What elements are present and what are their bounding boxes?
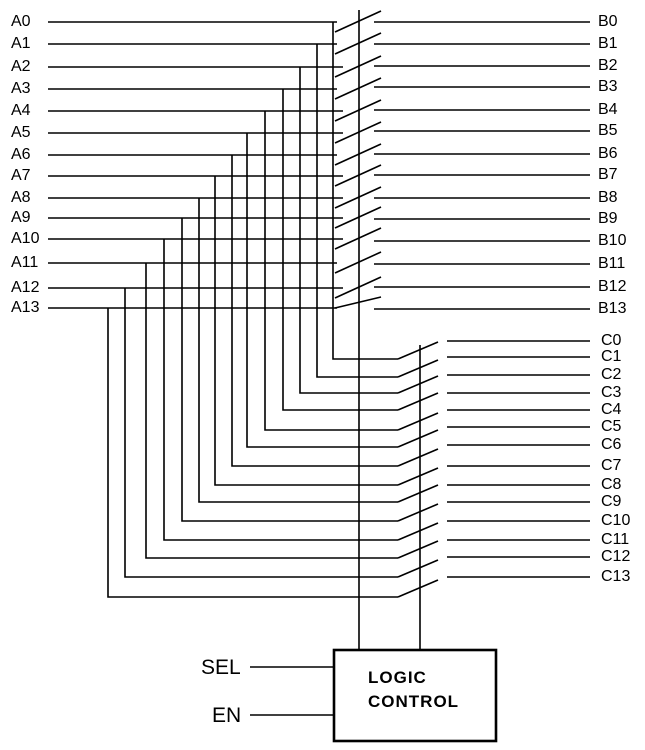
b-switch-blade-8 [334, 186, 382, 209]
b-label-10: B10 [598, 232, 627, 249]
a-label-9: A9 [11, 209, 31, 226]
b-label-1: B1 [598, 35, 618, 52]
a-label-8: A8 [11, 189, 31, 206]
c-label-6: C6 [601, 436, 622, 453]
c-switch-blade-13 [397, 579, 439, 598]
a-to-c-route-4 [264, 111, 398, 431]
c-label-13: C13 [601, 568, 631, 585]
b-switch-blade-11 [334, 251, 382, 274]
c-switch-blade-5 [397, 429, 439, 448]
c-switch-blade-10 [397, 522, 439, 541]
a-to-c-route-13 [107, 308, 398, 598]
c-switch-blade-11 [397, 540, 439, 559]
logic-control-box [332, 648, 498, 743]
b-label-13: B13 [598, 300, 627, 317]
a-label-4: A4 [11, 102, 31, 119]
c-label-3: C3 [601, 384, 622, 401]
b-switch-blade-3 [334, 77, 382, 100]
a-to-c-route-7 [214, 176, 398, 486]
a-to-c-route-12 [124, 288, 398, 578]
a-to-c-route-2 [299, 67, 398, 394]
b-label-3: B3 [598, 78, 618, 95]
wires [48, 10, 590, 716]
a-label-11: A11 [11, 254, 39, 271]
b-label-8: B8 [598, 189, 618, 206]
c-switch-blade-3 [397, 392, 439, 411]
a-label-7: A7 [11, 167, 31, 184]
sel-label: SEL [201, 656, 241, 679]
b-switch-blade-13 [334, 296, 382, 309]
a-to-c-route-6 [231, 155, 398, 467]
b-switch-blade-5 [334, 121, 382, 144]
a-to-c-route-0 [332, 22, 398, 360]
b-label-4: B4 [598, 101, 618, 118]
b-switch-blade-7 [334, 164, 382, 187]
a-label-13: A13 [11, 299, 40, 316]
b-label-2: B2 [598, 57, 618, 74]
c-label-0: C0 [601, 332, 622, 349]
a-label-6: A6 [11, 146, 31, 163]
a-label-1: A1 [11, 35, 31, 52]
b-switch-blade-6 [334, 143, 382, 166]
a-to-c-route-8 [198, 198, 398, 503]
a-to-c-route-5 [246, 133, 398, 448]
a-label-10: A10 [11, 230, 40, 247]
c-switch-blade-9 [397, 503, 439, 522]
a-label-3: A3 [11, 80, 31, 97]
c-switch-blade-12 [397, 559, 439, 578]
c-label-1: C1 [601, 348, 622, 365]
b-switch-blade-9 [334, 206, 382, 229]
c-switch-blade-6 [397, 448, 439, 467]
c-label-7: C7 [601, 457, 622, 474]
a-to-c-route-10 [163, 239, 398, 541]
c-switch-blade-1 [397, 359, 439, 378]
c-label-11: C11 [601, 531, 630, 548]
c-switch-blade-0 [397, 341, 439, 360]
b-label-7: B7 [598, 166, 618, 183]
c-label-9: C9 [601, 493, 622, 510]
b-label-9: B9 [598, 210, 618, 227]
b-switch-blade-10 [334, 227, 382, 250]
c-switch-blade-4 [397, 412, 439, 431]
b-switch-blade-12 [334, 276, 382, 299]
c-label-2: C2 [601, 366, 622, 383]
c-label-8: C8 [601, 476, 622, 493]
c-switch-blade-7 [397, 467, 439, 486]
a-to-c-route-11 [145, 263, 398, 559]
b-label-0: B0 [598, 13, 618, 30]
b-switch-blade-2 [334, 55, 382, 78]
b-label-11: B11 [598, 255, 626, 272]
control-label: CONTROL [368, 692, 460, 711]
b-switch-blade-0 [334, 10, 382, 33]
c-switch-blade-8 [397, 484, 439, 503]
c-label-12: C12 [601, 548, 631, 565]
a-label-0: A0 [11, 13, 31, 30]
b-label-12: B12 [598, 278, 627, 295]
logic-label: LOGIC [368, 668, 427, 687]
a-label-5: A5 [11, 124, 31, 141]
b-label-6: B6 [598, 145, 618, 162]
b-label-5: B5 [598, 122, 618, 139]
b-switch-blade-4 [334, 99, 382, 122]
en-label: EN [212, 704, 242, 727]
a-to-c-route-9 [181, 218, 398, 522]
c-label-10: C10 [601, 512, 631, 529]
a-to-c-route-1 [316, 44, 398, 378]
c-switch-blade-2 [397, 375, 439, 394]
c-label-5: C5 [601, 418, 622, 435]
b-switch-blade-1 [334, 32, 382, 55]
a-label-12: A12 [11, 279, 40, 296]
c-label-4: C4 [601, 401, 622, 418]
a-label-2: A2 [11, 58, 31, 75]
